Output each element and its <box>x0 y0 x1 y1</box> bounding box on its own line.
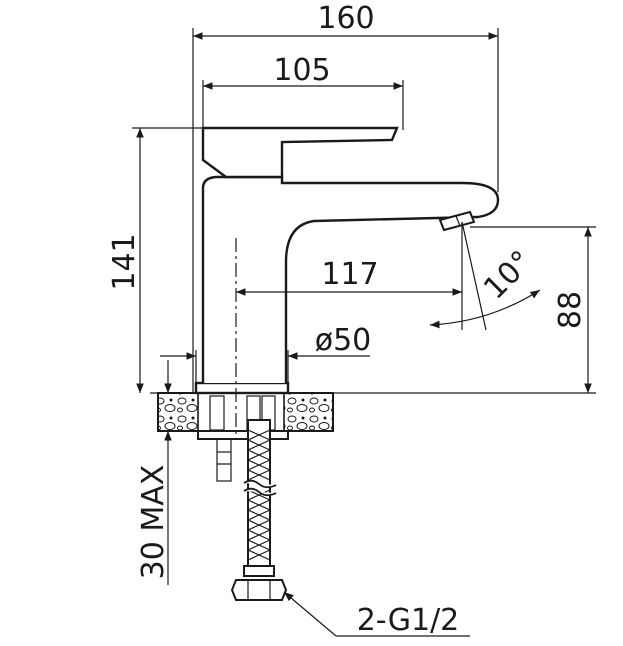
flexible-hose <box>230 419 288 601</box>
dimension-max-thickness: 30 MAX <box>136 360 196 585</box>
dimension-handle-length: 105 <box>202 53 404 130</box>
dimension-spout-height: 88 <box>470 226 596 393</box>
connection-leader: 2-G1/2 <box>283 591 470 638</box>
dimension-total-height: 141 <box>107 127 203 393</box>
dim-160-label: 160 <box>317 1 374 36</box>
dim-117-label: 117 <box>321 257 378 292</box>
dim-50-label: ø50 <box>315 323 372 358</box>
dimension-total-length: 160 <box>192 1 499 393</box>
dim-105-label: 105 <box>273 53 330 88</box>
dim-88-label: 88 <box>553 291 588 329</box>
countertop-section <box>150 392 596 432</box>
dim-30max-label: 30 MAX <box>136 465 171 580</box>
dimension-reach: 117 <box>236 222 463 330</box>
dim-10-label: 10° <box>477 244 539 306</box>
dimension-angle: 10° <box>429 221 541 331</box>
dim-141-label: 141 <box>107 233 142 290</box>
dim-connection-label: 2-G1/2 <box>357 603 460 638</box>
faucet-body <box>194 126 500 440</box>
mounting-hardware <box>197 395 289 482</box>
dimension-base-diameter: ø50 <box>160 323 371 383</box>
